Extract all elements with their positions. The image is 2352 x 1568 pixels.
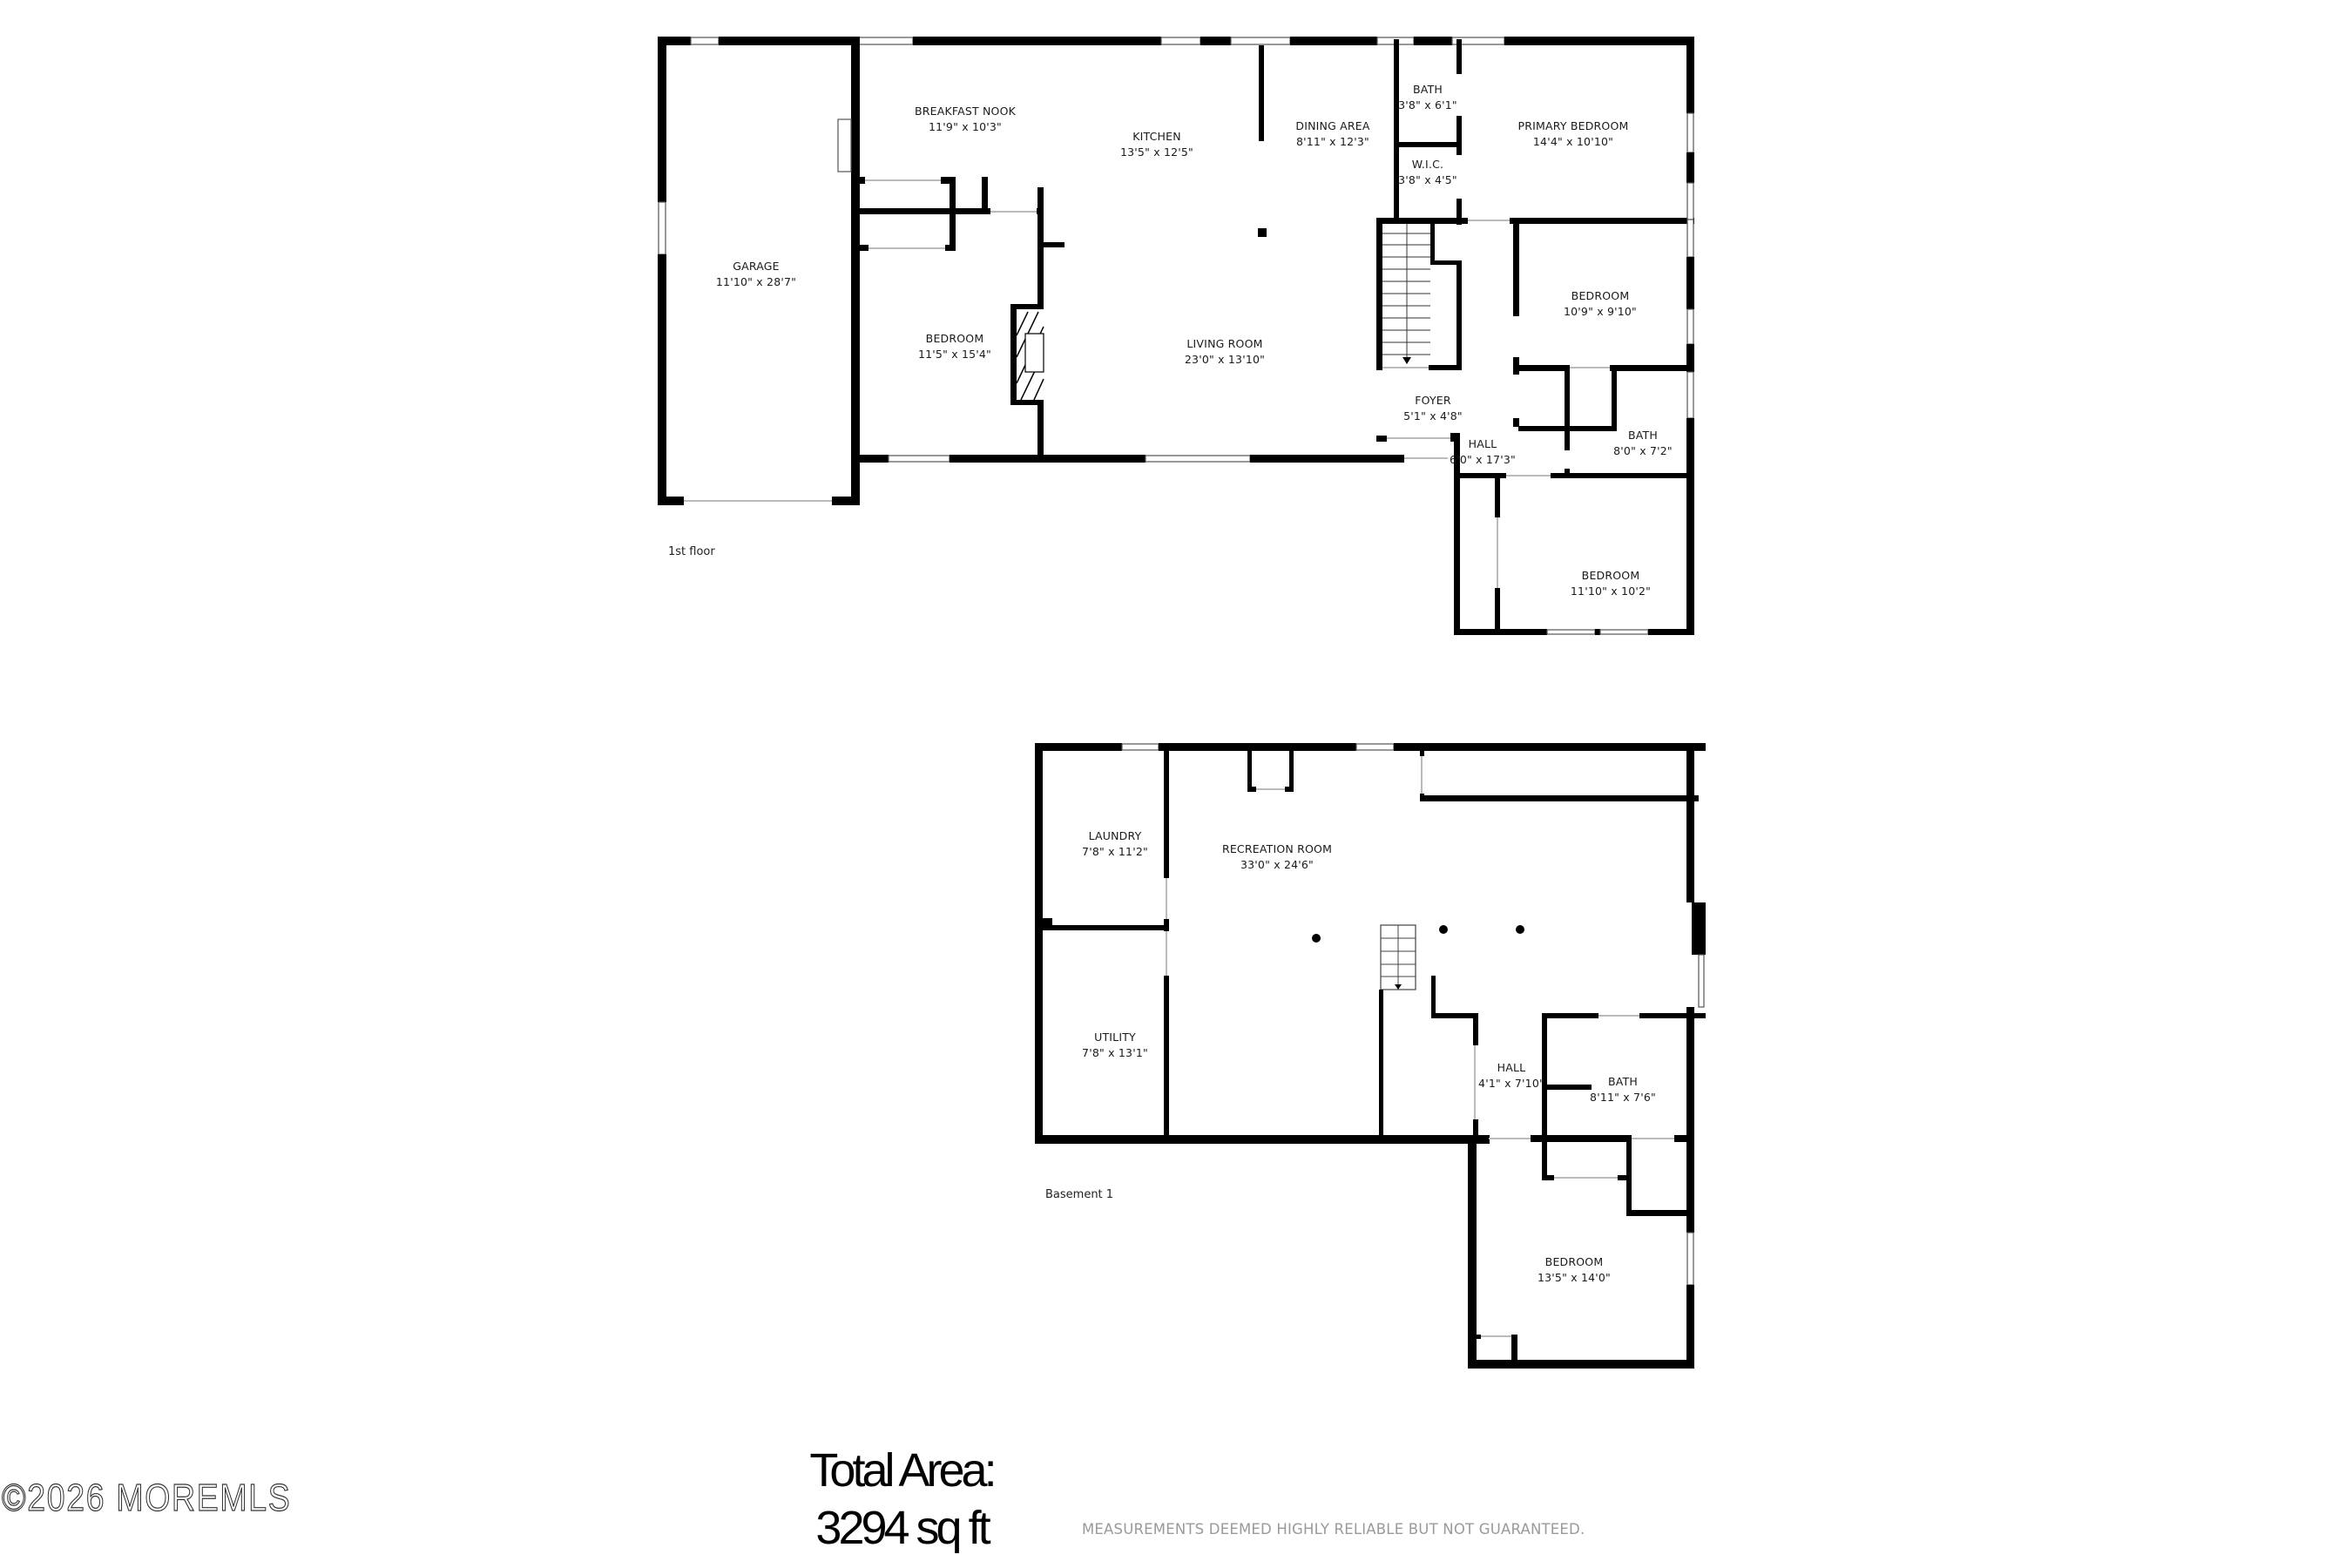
room-dimensions: 14'4" x 10'10"	[1532, 135, 1614, 148]
room-dimensions: 33'0" x 24'6"	[1240, 858, 1315, 871]
room-label: DINING AREA 8'11" x 12'3"	[1295, 118, 1369, 150]
window-icon	[1160, 37, 1201, 45]
room-name: BEDROOM	[1581, 569, 1640, 582]
room-label: BATH 8'11" x 7'6"	[1590, 1074, 1656, 1105]
room-label: FOYER 5'1" x 4'8"	[1403, 393, 1463, 424]
room-label: BEDROOM 10'9" x 9'10"	[1564, 288, 1637, 320]
column-icon	[1516, 925, 1524, 934]
room-dimensions: 5'1" x 4'8"	[1403, 409, 1463, 422]
room-dimensions: 10'9" x 9'10"	[1563, 305, 1638, 318]
room-label: BATH 8'0" x 7'2"	[1613, 428, 1673, 459]
window-icon	[837, 118, 852, 172]
room-label: BEDROOM 13'5" x 14'0"	[1538, 1254, 1611, 1286]
room-name: W.I.C.	[1411, 158, 1444, 171]
room-name: BATH	[1627, 429, 1658, 442]
room-label: BEDROOM 11'5" x 15'4"	[918, 331, 991, 362]
column-icon	[1439, 925, 1448, 934]
stair-arrow-icon	[1395, 984, 1402, 990]
copyright-watermark: ©2026 MOREMLS	[1, 1476, 292, 1519]
room-label: GARAGE 11'10" x 28'7"	[716, 259, 796, 290]
room-name: FOYER	[1415, 394, 1451, 407]
stair-arrow-icon	[1402, 357, 1411, 364]
room-name: GARAGE	[733, 260, 780, 273]
room-name: PRIMARY BEDROOM	[1517, 119, 1629, 132]
window-icon	[690, 37, 720, 45]
measurement-disclaimer: MEASUREMENTS DEEMED HIGHLY RELIABLE BUT …	[1082, 1521, 1585, 1538]
window-icon	[1230, 37, 1291, 45]
room-dimensions: 6'0" x 17'3"	[1450, 453, 1516, 466]
total-area-value: 3294 sq ft	[815, 1502, 990, 1554]
room-label: W.I.C. 3'8" x 4'5"	[1398, 157, 1457, 188]
room-label: LAUNDRY 7'8" x 11'2"	[1082, 828, 1148, 860]
window-icon	[1698, 954, 1705, 1008]
room-label: KITCHEN 13'5" x 12'5"	[1120, 129, 1193, 160]
window-icon	[1546, 629, 1596, 635]
room-dimensions: 11'10" x 10'2"	[1570, 585, 1652, 598]
window-icon	[888, 455, 950, 463]
room-name: UTILITY	[1094, 1031, 1136, 1044]
total-area-label: Total Area:	[809, 1444, 997, 1497]
room-name: BREAKFAST NOOK	[914, 105, 1017, 118]
room-name: LAUNDRY	[1088, 829, 1142, 842]
room-dimensions: 8'0" x 7'2"	[1613, 444, 1673, 457]
window-icon	[1686, 308, 1694, 345]
window-icon	[1355, 743, 1395, 751]
room-dimensions: 13'5" x 12'5"	[1119, 145, 1194, 159]
room-dimensions: 11'9" x 10'3"	[928, 120, 1003, 133]
room-dimensions: 7'8" x 11'2"	[1082, 845, 1148, 858]
room-dimensions: 3'8" x 6'1"	[1398, 98, 1457, 112]
room-name: BATH	[1412, 83, 1443, 96]
room-name: BEDROOM	[925, 332, 984, 345]
room-dimensions: 23'0" x 13'10"	[1184, 353, 1266, 366]
room-dimensions: 8'11" x 12'3"	[1295, 135, 1370, 148]
first-floor-plan	[658, 37, 1694, 635]
column-icon	[1312, 934, 1321, 943]
basement-plan	[1035, 743, 1706, 1369]
room-name: BEDROOM	[1544, 1255, 1604, 1268]
room-name: HALL	[1468, 437, 1497, 450]
window-icon	[1686, 1232, 1694, 1286]
window-icon	[658, 201, 666, 255]
room-dimensions: 13'5" x 14'0"	[1537, 1271, 1612, 1284]
room-label: BATH 3'8" x 6'1"	[1398, 82, 1457, 113]
room-dimensions: 8'11" x 7'6"	[1590, 1091, 1656, 1104]
room-dimensions: 11'5" x 15'4"	[917, 348, 992, 361]
room-label: HALL 4'1" x 7'10"	[1478, 1060, 1544, 1092]
window-icon	[1599, 629, 1649, 635]
window-icon	[1686, 112, 1694, 153]
window-icon	[1686, 371, 1694, 419]
room-name: BATH	[1607, 1075, 1638, 1088]
room-name: DINING AREA	[1295, 119, 1370, 132]
room-dimensions: 11'10" x 28'7"	[715, 275, 797, 288]
room-name: LIVING ROOM	[1186, 337, 1263, 350]
room-label: BEDROOM 11'10" x 10'2"	[1571, 568, 1651, 599]
room-dimensions: 3'8" x 4'5"	[1398, 173, 1457, 186]
floor-label-first: 1st floor	[668, 545, 715, 558]
window-icon	[1686, 182, 1694, 220]
room-name: BEDROOM	[1571, 289, 1630, 302]
room-name: RECREATION ROOM	[1221, 842, 1333, 855]
room-label: PRIMARY BEDROOM 14'4" x 10'10"	[1518, 118, 1629, 150]
room-name: KITCHEN	[1132, 130, 1181, 143]
room-dimensions: 7'8" x 13'1"	[1082, 1046, 1148, 1059]
window-icon	[1121, 743, 1159, 751]
room-label: HALL 6'0" x 17'3"	[1450, 436, 1516, 468]
room-label: LIVING ROOM 23'0" x 13'10"	[1185, 336, 1265, 368]
total-area-summary: Total Area: 3294 sq ft	[780, 1442, 1024, 1557]
window-icon	[857, 37, 914, 45]
window-icon	[1145, 455, 1251, 463]
room-dimensions: 4'1" x 7'10"	[1478, 1077, 1544, 1090]
room-label: UTILITY 7'8" x 13'1"	[1082, 1030, 1148, 1061]
room-label: RECREATION ROOM 33'0" x 24'6"	[1222, 841, 1332, 873]
room-name: HALL	[1497, 1061, 1526, 1074]
window-icon	[1686, 219, 1694, 258]
room-label: BREAKFAST NOOK 11'9" x 10'3"	[915, 104, 1016, 135]
floor-label-basement: Basement 1	[1045, 1188, 1114, 1201]
